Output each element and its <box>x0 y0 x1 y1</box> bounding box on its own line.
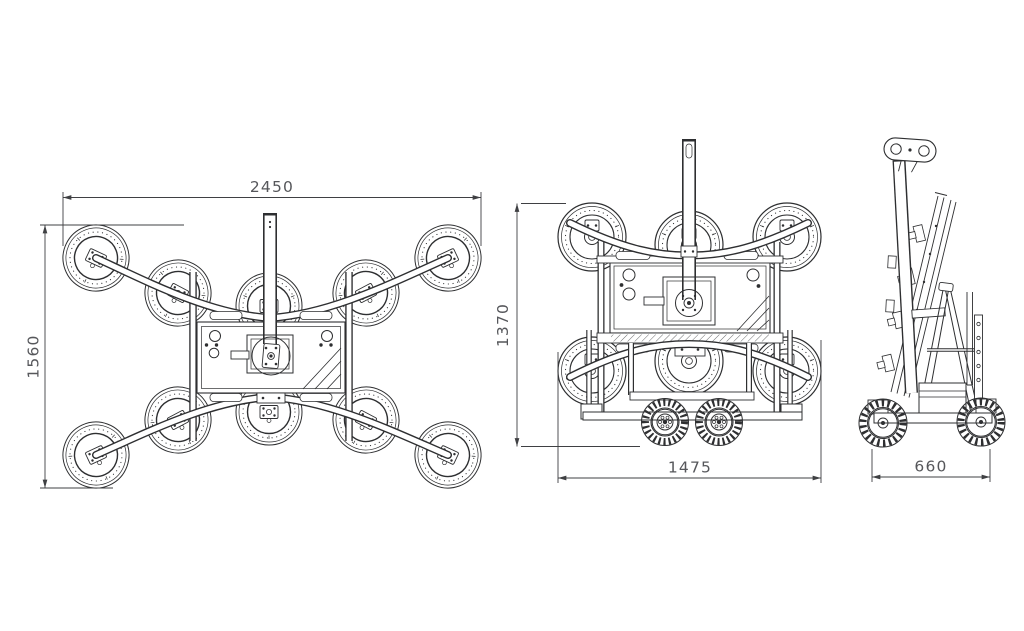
mast-clamp <box>680 245 698 258</box>
bottom-bracket <box>256 392 286 404</box>
battery-box <box>918 382 967 415</box>
dimension-side-width: 660 <box>871 449 991 482</box>
mast-clamp <box>887 255 897 269</box>
wheel <box>696 399 743 446</box>
side-a-frame <box>911 281 983 414</box>
front-cart <box>580 343 803 446</box>
front-frame-tubes <box>586 242 793 412</box>
axle-bar <box>873 412 993 424</box>
swivel-ring <box>251 336 291 376</box>
extension-lines <box>62 192 482 246</box>
frame-strut <box>911 307 946 319</box>
adjustment-strip <box>974 314 983 404</box>
front-view: 1370 1475 <box>494 139 822 483</box>
rear-panel <box>966 292 973 386</box>
dimension-plan-width: 2450 <box>62 178 482 246</box>
swivel-ring <box>675 289 703 317</box>
front-height-dimension-value: 1370 <box>494 303 512 347</box>
dimension-plan-height: 1560 <box>25 224 184 489</box>
hatch-area <box>736 295 770 332</box>
dimension-front-height: 1370 <box>494 203 640 447</box>
side-view: 660 <box>859 137 1005 482</box>
vacuum-gauges <box>619 268 761 301</box>
mast-clamp <box>885 299 895 313</box>
cup-edge <box>907 224 927 243</box>
valve-handle <box>643 296 665 306</box>
dimension-front-width: 1475 <box>557 340 822 483</box>
side-cart <box>859 382 1005 447</box>
wheel-bracket <box>629 391 755 401</box>
plan-width-dimension-value: 2450 <box>250 178 294 196</box>
wheel <box>642 399 689 446</box>
hatch-area <box>302 347 342 390</box>
valve-handle <box>230 350 250 360</box>
extension-lines <box>871 449 991 482</box>
extension-lines <box>521 203 640 447</box>
cup-edge <box>876 353 896 373</box>
side-width-dimension-value: 660 <box>914 458 947 476</box>
front-width-dimension-value: 1475 <box>668 459 712 477</box>
plan-mast <box>263 213 277 344</box>
front-pump-unit <box>643 276 716 326</box>
vacuum-gauges <box>204 330 333 359</box>
plan-height-dimension-value: 1560 <box>25 334 43 378</box>
plan-view: 2450 1560 <box>25 178 493 500</box>
wheel <box>859 399 907 447</box>
axle-bar <box>582 411 803 421</box>
extension-lines <box>557 340 822 483</box>
front-mast <box>680 139 698 300</box>
extension-lines <box>40 224 184 489</box>
side-mast <box>885 159 918 394</box>
lifting-eye <box>883 137 937 173</box>
plan-pump-unit <box>230 334 294 376</box>
